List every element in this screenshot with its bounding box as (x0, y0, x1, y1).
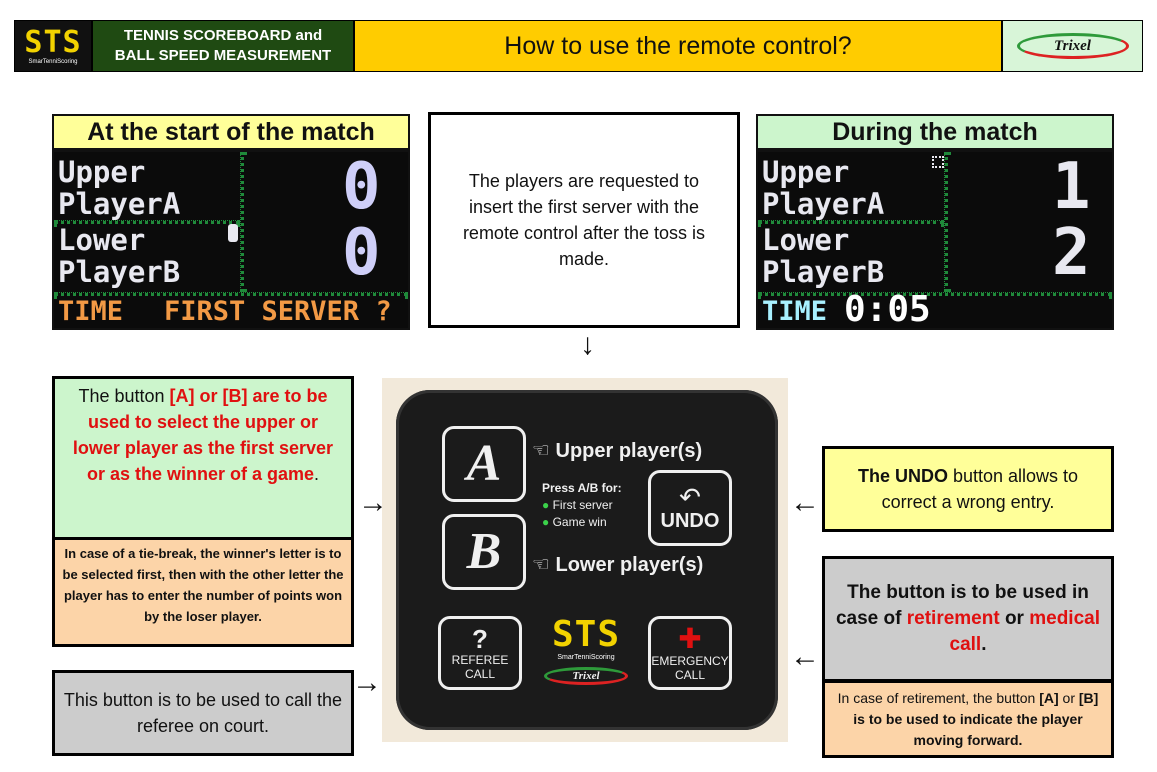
referee-call-line2: CALL (464, 667, 496, 681)
remote-button-undo[interactable]: ↶ UNDO (648, 470, 732, 546)
emergency-call-line1: EMERGENCY (651, 654, 729, 668)
remote-undo-label: UNDO (660, 509, 720, 532)
serve-indicator-icon (932, 156, 944, 168)
arrow-left-icon: ← (790, 640, 820, 673)
arrow-down-icon: ↓ (580, 328, 595, 361)
ab-note-part1: The button (78, 386, 170, 406)
emergency-note-retirement: retirement (906, 608, 1000, 629)
green-dot-icon: ● (542, 515, 550, 529)
undo-arrow-icon: ↶ (679, 481, 701, 512)
during-score-b: 2 (1052, 216, 1091, 290)
remote-button-emergency-call[interactable]: ✚ EMERGENCY CALL (648, 616, 732, 690)
during-upper-label: Upper (762, 155, 850, 189)
remote-sts-logo: STS SmarTenniScoring Trixel (536, 616, 636, 685)
undo-note-rest: button allows to correct a wrong entry. (881, 466, 1079, 512)
remote-button-a-label: A (466, 435, 502, 492)
green-dot-icon: ● (542, 498, 550, 512)
retirement-note: In case of retirement, the button [A] or… (822, 680, 1114, 758)
during-player-b: PlayerB (762, 255, 885, 289)
remote-button-a[interactable]: A (442, 426, 526, 502)
emergency-note-medical: medical call (949, 608, 1101, 655)
during-player-a: PlayerA (762, 187, 885, 221)
arrow-left-icon: ← (790, 486, 820, 519)
retirement-note-part1: In case of retirement, the button (837, 690, 1040, 706)
hand-pointer-icon: ☜ (532, 554, 550, 576)
during-lower-label: Lower (762, 223, 850, 257)
remote-button-referee-call[interactable]: ? REFEREE CALL (438, 616, 522, 690)
page-title: How to use the remote control? (354, 20, 1002, 72)
start-time-label: TIME (58, 296, 124, 327)
sts-logo-text: STS (24, 25, 82, 60)
tiebreak-note: In case of a tie-break, the winner's let… (52, 537, 354, 647)
remote-trixel-logo: Trixel (544, 667, 628, 685)
start-score-a: 0 (342, 150, 381, 224)
start-first-server-label: FIRST SERVER ? (164, 296, 392, 327)
upper-players-text: Upper player(s) (555, 440, 703, 462)
remote-control: A B ☜ Upper player(s) Press A/B for: ● F… (396, 390, 778, 730)
during-time-label: TIME (762, 296, 828, 327)
press-ab-legend: Press A/B for: ● First server ● Game win (542, 480, 622, 531)
during-time-value: 0:05 (844, 289, 931, 330)
referee-note: This button is to be used to call the re… (52, 670, 354, 756)
referee-call-line1: REFEREE (451, 653, 509, 667)
serve-indicator-icon (228, 224, 238, 242)
emergency-note: The button is to be used in case of reti… (822, 556, 1114, 682)
during-panel-heading: During the match (756, 114, 1114, 150)
press-ab-option1: First server (552, 498, 613, 512)
ab-button-note: The button [A] or [B] are to be used to … (52, 376, 354, 540)
emergency-note-part5: . (981, 634, 987, 655)
upper-players-label: ☜ Upper player(s) (532, 438, 702, 463)
undo-note-bold: The UNDO (857, 466, 948, 486)
red-cross-icon: ✚ (678, 623, 702, 654)
trixel-logo: Trixel (1002, 20, 1143, 72)
ab-note-part2: [A] or [B] are to be used to select the … (72, 386, 334, 484)
emergency-call-line2: CALL (674, 668, 706, 682)
retirement-note-a: [A] (1039, 690, 1059, 706)
during-scoreboard: Upper PlayerA Lower PlayerB 1 2 TIME 0:0… (756, 150, 1114, 330)
undo-note: The UNDO button allows to correct a wron… (822, 446, 1114, 532)
sts-logo: STS SmarTenniScoring (14, 20, 92, 72)
retirement-note-b: [B] is to be used to indicate the player… (853, 690, 1099, 748)
remote-button-b-label: B (466, 523, 502, 580)
arrow-right-icon: → (352, 666, 382, 699)
press-ab-option2: Game win (552, 515, 607, 529)
hand-pointer-icon: ☜ (532, 440, 550, 462)
remote-sts-logo-sub: SmarTenniScoring (557, 654, 615, 661)
remote-sts-logo-text: STS (551, 614, 621, 655)
during-score-a: 1 (1052, 150, 1091, 224)
start-player-b: PlayerB (58, 255, 181, 289)
header-subtitle-line1: TENNIS SCOREBOARD and (123, 27, 323, 44)
press-ab-title: Press A/B for: (542, 481, 622, 495)
sts-logo-sub: SmarTenniScoring (28, 59, 78, 65)
retirement-note-part3: or (1058, 690, 1079, 706)
emergency-note-part3: or (999, 608, 1030, 629)
lower-players-label: ☜ Lower player(s) (532, 552, 703, 577)
start-panel-heading: At the start of the match (52, 114, 410, 150)
remote-button-b[interactable]: B (442, 514, 526, 590)
trixel-logo-text: Trixel (1016, 33, 1129, 59)
lower-players-text: Lower player(s) (555, 554, 704, 576)
question-mark-icon: ? (472, 624, 488, 654)
ab-note-part3: . (314, 464, 320, 484)
start-scoreboard: Upper PlayerA Lower PlayerB 0 0 TIME FIR… (52, 150, 410, 330)
start-player-a: PlayerA (58, 187, 181, 221)
start-score-b: 0 (342, 216, 381, 290)
toss-instructions: The players are requested to insert the … (428, 112, 740, 328)
header-subtitle-line2: BALL SPEED MEASUREMENT (114, 47, 332, 64)
emergency-note-part1: The button is to be used in case of (835, 582, 1089, 629)
header-subtitle: TENNIS SCOREBOARD and BALL SPEED MEASURE… (92, 20, 354, 72)
start-upper-label: Upper (58, 155, 146, 189)
start-lower-label: Lower (58, 223, 146, 257)
